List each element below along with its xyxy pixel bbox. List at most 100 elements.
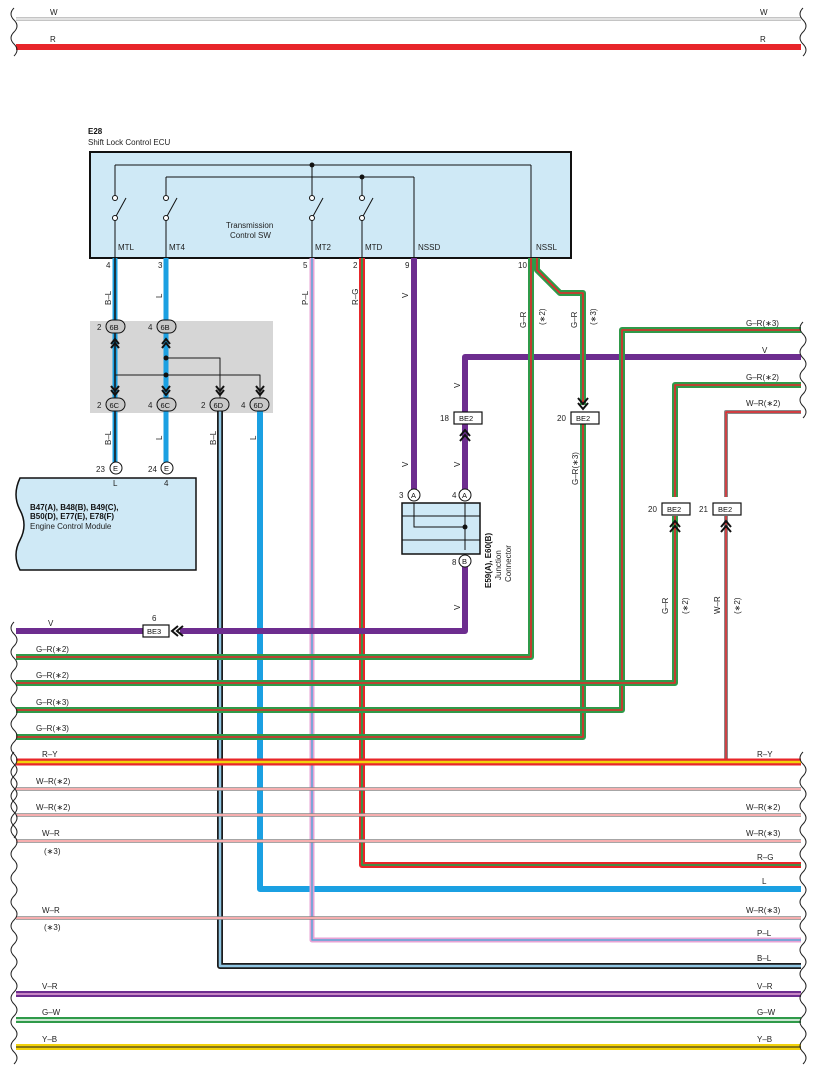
label-v-c: V bbox=[401, 461, 410, 467]
connector-be2-20: 20 BE2 bbox=[648, 502, 691, 533]
right-label-wr2: W–R(∗2) bbox=[746, 399, 781, 408]
junction-connector-e59-e60: 3 A 4 A 8 B E59(A), E60(B) Junction Conn… bbox=[399, 488, 513, 588]
svg-text:6: 6 bbox=[152, 614, 157, 623]
switch-label-2: Control SW bbox=[230, 231, 271, 240]
ecm-name: Engine Control Module bbox=[30, 522, 112, 531]
label-v-e: V bbox=[453, 604, 462, 610]
svg-text:4: 4 bbox=[148, 401, 153, 410]
left-label-ry: R–Y bbox=[42, 750, 58, 759]
left-label-wr2-b: W–R(∗2) bbox=[36, 803, 71, 812]
label-l-a: L bbox=[155, 293, 164, 298]
svg-text:6C: 6C bbox=[110, 401, 120, 410]
pin-nssl: 10 bbox=[518, 261, 527, 270]
right-label-gr2: G–R(∗2) bbox=[746, 373, 779, 382]
right-label-v: V bbox=[762, 346, 768, 355]
ecm-codes-1: B47(A), B48(B), B49(C), bbox=[30, 503, 118, 512]
svg-text:A: A bbox=[462, 491, 467, 500]
connector-6b-pin4: 4 6B bbox=[148, 319, 177, 334]
bottom-right-labels: R–Y W–R(∗2) W–R(∗3) R–G L W–R(∗3) P–L B–… bbox=[746, 750, 781, 1044]
left-label-vr: V–R bbox=[42, 982, 58, 991]
bottom-left-labels: V G–R(∗2) G–R(∗2) G–R(∗3) G–R(∗3) R–Y W–… bbox=[36, 619, 71, 1044]
label-v-b: V bbox=[453, 382, 462, 388]
label-gr3-vert: G–R(∗3) bbox=[571, 452, 580, 485]
right-label-vr: V–R bbox=[757, 982, 773, 991]
right-label-bl: B–L bbox=[757, 954, 772, 963]
be-connectors: 18 BE2 20 BE2 20 BE2 21 BE2 6 BE3 bbox=[142, 397, 742, 638]
label-v-d: V bbox=[453, 461, 462, 467]
connector-be2-20-top: 20 BE2 bbox=[557, 397, 600, 425]
jc-pin-8: 8 bbox=[452, 558, 457, 567]
ecm-codes-2: B50(D), E77(E), E78(F) bbox=[30, 512, 114, 521]
left-label-gw: G–W bbox=[42, 1008, 61, 1017]
label-l-c: L bbox=[249, 435, 258, 440]
right-label-yb: Y–B bbox=[757, 1035, 772, 1044]
terminal-mt4: MT4 bbox=[169, 243, 186, 252]
ecm-pin-24: 24 bbox=[148, 465, 157, 474]
svg-text:6B: 6B bbox=[110, 323, 119, 332]
ecu-code: E28 bbox=[88, 127, 103, 136]
label-star3-a: (∗3) bbox=[589, 308, 598, 325]
pin-mtd: 2 bbox=[353, 261, 358, 270]
right-label-wr2: W–R(∗2) bbox=[746, 803, 781, 812]
ecm-pin-23: 23 bbox=[96, 465, 105, 474]
connector-6c-pin2: 2 6C bbox=[97, 397, 126, 412]
pin-mtl: 4 bbox=[106, 261, 111, 270]
left-label-v: V bbox=[48, 619, 54, 628]
label-gr-vert2: G–R bbox=[661, 597, 670, 614]
left-break-mark bbox=[10, 7, 18, 57]
right-label-wr3-a: W–R(∗3) bbox=[746, 829, 781, 838]
svg-text:BE2: BE2 bbox=[718, 505, 732, 514]
left-label-gr2-a: G–R(∗2) bbox=[36, 645, 69, 654]
label-gr-nssl1: G–R bbox=[519, 311, 528, 328]
ecm-wire-l: L bbox=[113, 479, 118, 488]
svg-text:2: 2 bbox=[201, 401, 206, 410]
wire-label-r-left: R bbox=[50, 35, 56, 44]
wires bbox=[16, 258, 801, 969]
svg-text:BE3: BE3 bbox=[147, 627, 161, 636]
svg-text:2: 2 bbox=[97, 401, 102, 410]
wire-label-w-right: W bbox=[760, 8, 768, 17]
svg-text:6D: 6D bbox=[254, 401, 264, 410]
junction-block-6 bbox=[90, 321, 273, 413]
svg-text:BE2: BE2 bbox=[576, 414, 590, 423]
svg-text:6B: 6B bbox=[161, 323, 170, 332]
wire-label-r-right: R bbox=[760, 35, 766, 44]
left-label-yb: Y–B bbox=[42, 1035, 57, 1044]
terminal-mt2: MT2 bbox=[315, 243, 332, 252]
left-label-wr2-a: W–R(∗2) bbox=[36, 777, 71, 786]
svg-text:4: 4 bbox=[241, 401, 246, 410]
ecm-conn-e1: E bbox=[113, 464, 118, 473]
connector-6d-pin4: 4 6D bbox=[241, 397, 270, 412]
ecm-wire-4: 4 bbox=[164, 479, 169, 488]
svg-text:BE2: BE2 bbox=[667, 505, 681, 514]
left-label-wr-a: W–R bbox=[42, 829, 60, 838]
connector-6c-pin4: 4 6C bbox=[148, 397, 177, 412]
terminal-mtl: MTL bbox=[118, 243, 135, 252]
right-label-wr3-b: W–R(∗3) bbox=[746, 906, 781, 915]
svg-text:20: 20 bbox=[557, 414, 566, 423]
label-wr-vert: W–R bbox=[713, 596, 722, 614]
label-v-a: V bbox=[401, 292, 410, 298]
label-gr-nssl2: G–R bbox=[570, 311, 579, 328]
right-label-gr3: G–R(∗3) bbox=[746, 319, 779, 328]
connector-6d-pin2: 2 6D bbox=[201, 397, 230, 412]
svg-text:6D: 6D bbox=[214, 401, 224, 410]
pin-mt2: 5 bbox=[303, 261, 308, 270]
left-label-gr2-b: G–R(∗2) bbox=[36, 671, 69, 680]
label-bl-c: B–L bbox=[209, 430, 218, 445]
label-star2-a: (∗2) bbox=[538, 308, 547, 325]
jc-junction: Junction bbox=[494, 550, 503, 580]
jc-code: E59(A), E60(B) bbox=[484, 533, 493, 588]
connector-be2-21: 21 BE2 bbox=[699, 502, 742, 533]
left-label-star3-a: (∗3) bbox=[44, 847, 61, 856]
wire-label-w-left: W bbox=[50, 8, 58, 17]
right-label-pl: P–L bbox=[757, 929, 772, 938]
jc-connector: Connector bbox=[504, 545, 513, 582]
jc-pin-4: 4 bbox=[452, 491, 457, 500]
svg-text:4: 4 bbox=[148, 323, 153, 332]
right-label-l: L bbox=[762, 877, 767, 886]
label-star2-c: (∗2) bbox=[733, 597, 742, 614]
connector-6b-pin2: 2 6B bbox=[97, 319, 126, 334]
svg-text:A: A bbox=[411, 491, 416, 500]
label-rg: R–G bbox=[351, 289, 360, 305]
